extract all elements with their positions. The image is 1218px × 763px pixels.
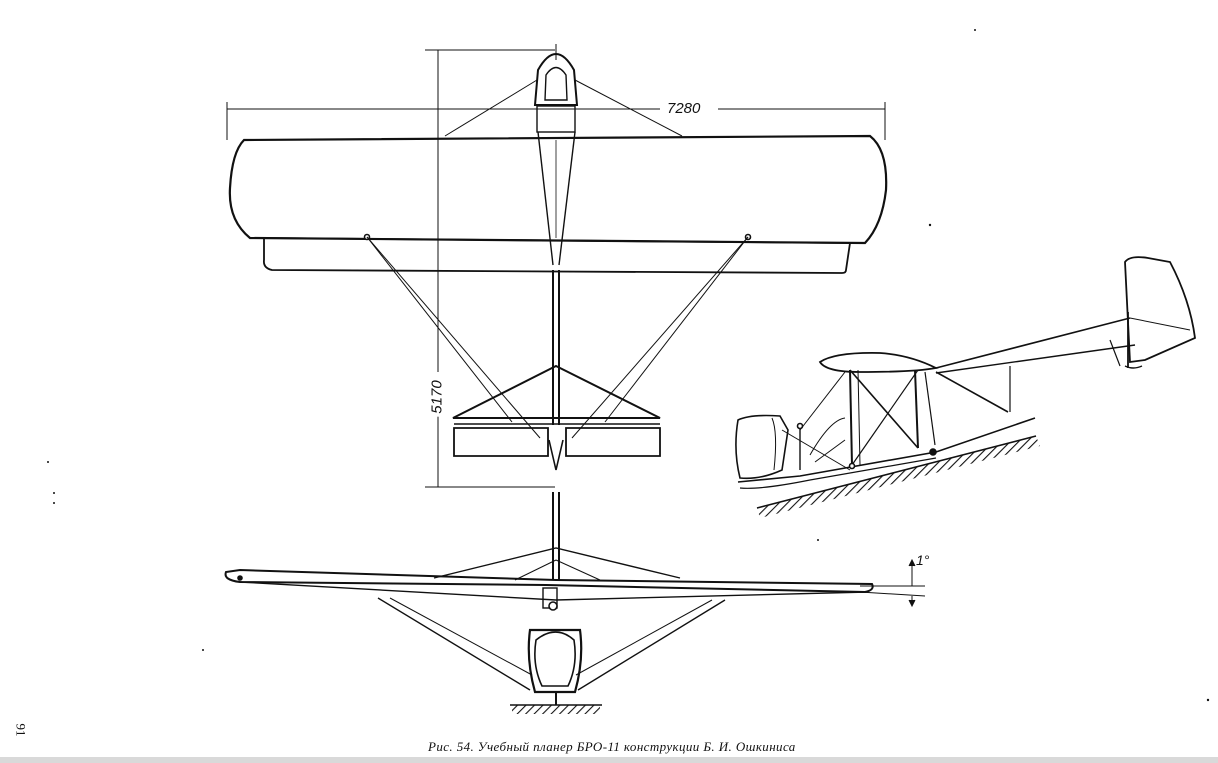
persp-tail-fin	[1124, 256, 1196, 364]
paper-specks	[47, 29, 1210, 702]
length-dimension-line	[425, 49, 555, 488]
plan-tail-stabilizer	[452, 364, 661, 419]
page-number: 91	[13, 723, 29, 737]
front-main-wing	[224, 568, 874, 594]
length-label: 5170	[428, 377, 447, 417]
plan-elevator	[453, 427, 549, 457]
wingspan-dimension-line	[226, 102, 886, 140]
plan-main-wing	[228, 134, 888, 245]
wingspan-label: 7280	[664, 100, 704, 118]
plan-view	[226, 44, 888, 488]
dihedral-dimension	[859, 558, 926, 608]
front-cockpit	[527, 628, 583, 694]
dihedral-label: 1°	[916, 552, 930, 568]
plan-nose	[533, 53, 579, 106]
plan-wing-flap	[263, 237, 852, 274]
page-bottom-edge	[0, 757, 1218, 763]
figure-caption: Рис. 54. Учебный планер БРО-11 конструкц…	[428, 739, 796, 754]
front-view	[224, 492, 926, 714]
persp-main-wing	[818, 352, 939, 373]
persp-cockpit	[735, 414, 789, 480]
perspective-view	[735, 256, 1196, 518]
